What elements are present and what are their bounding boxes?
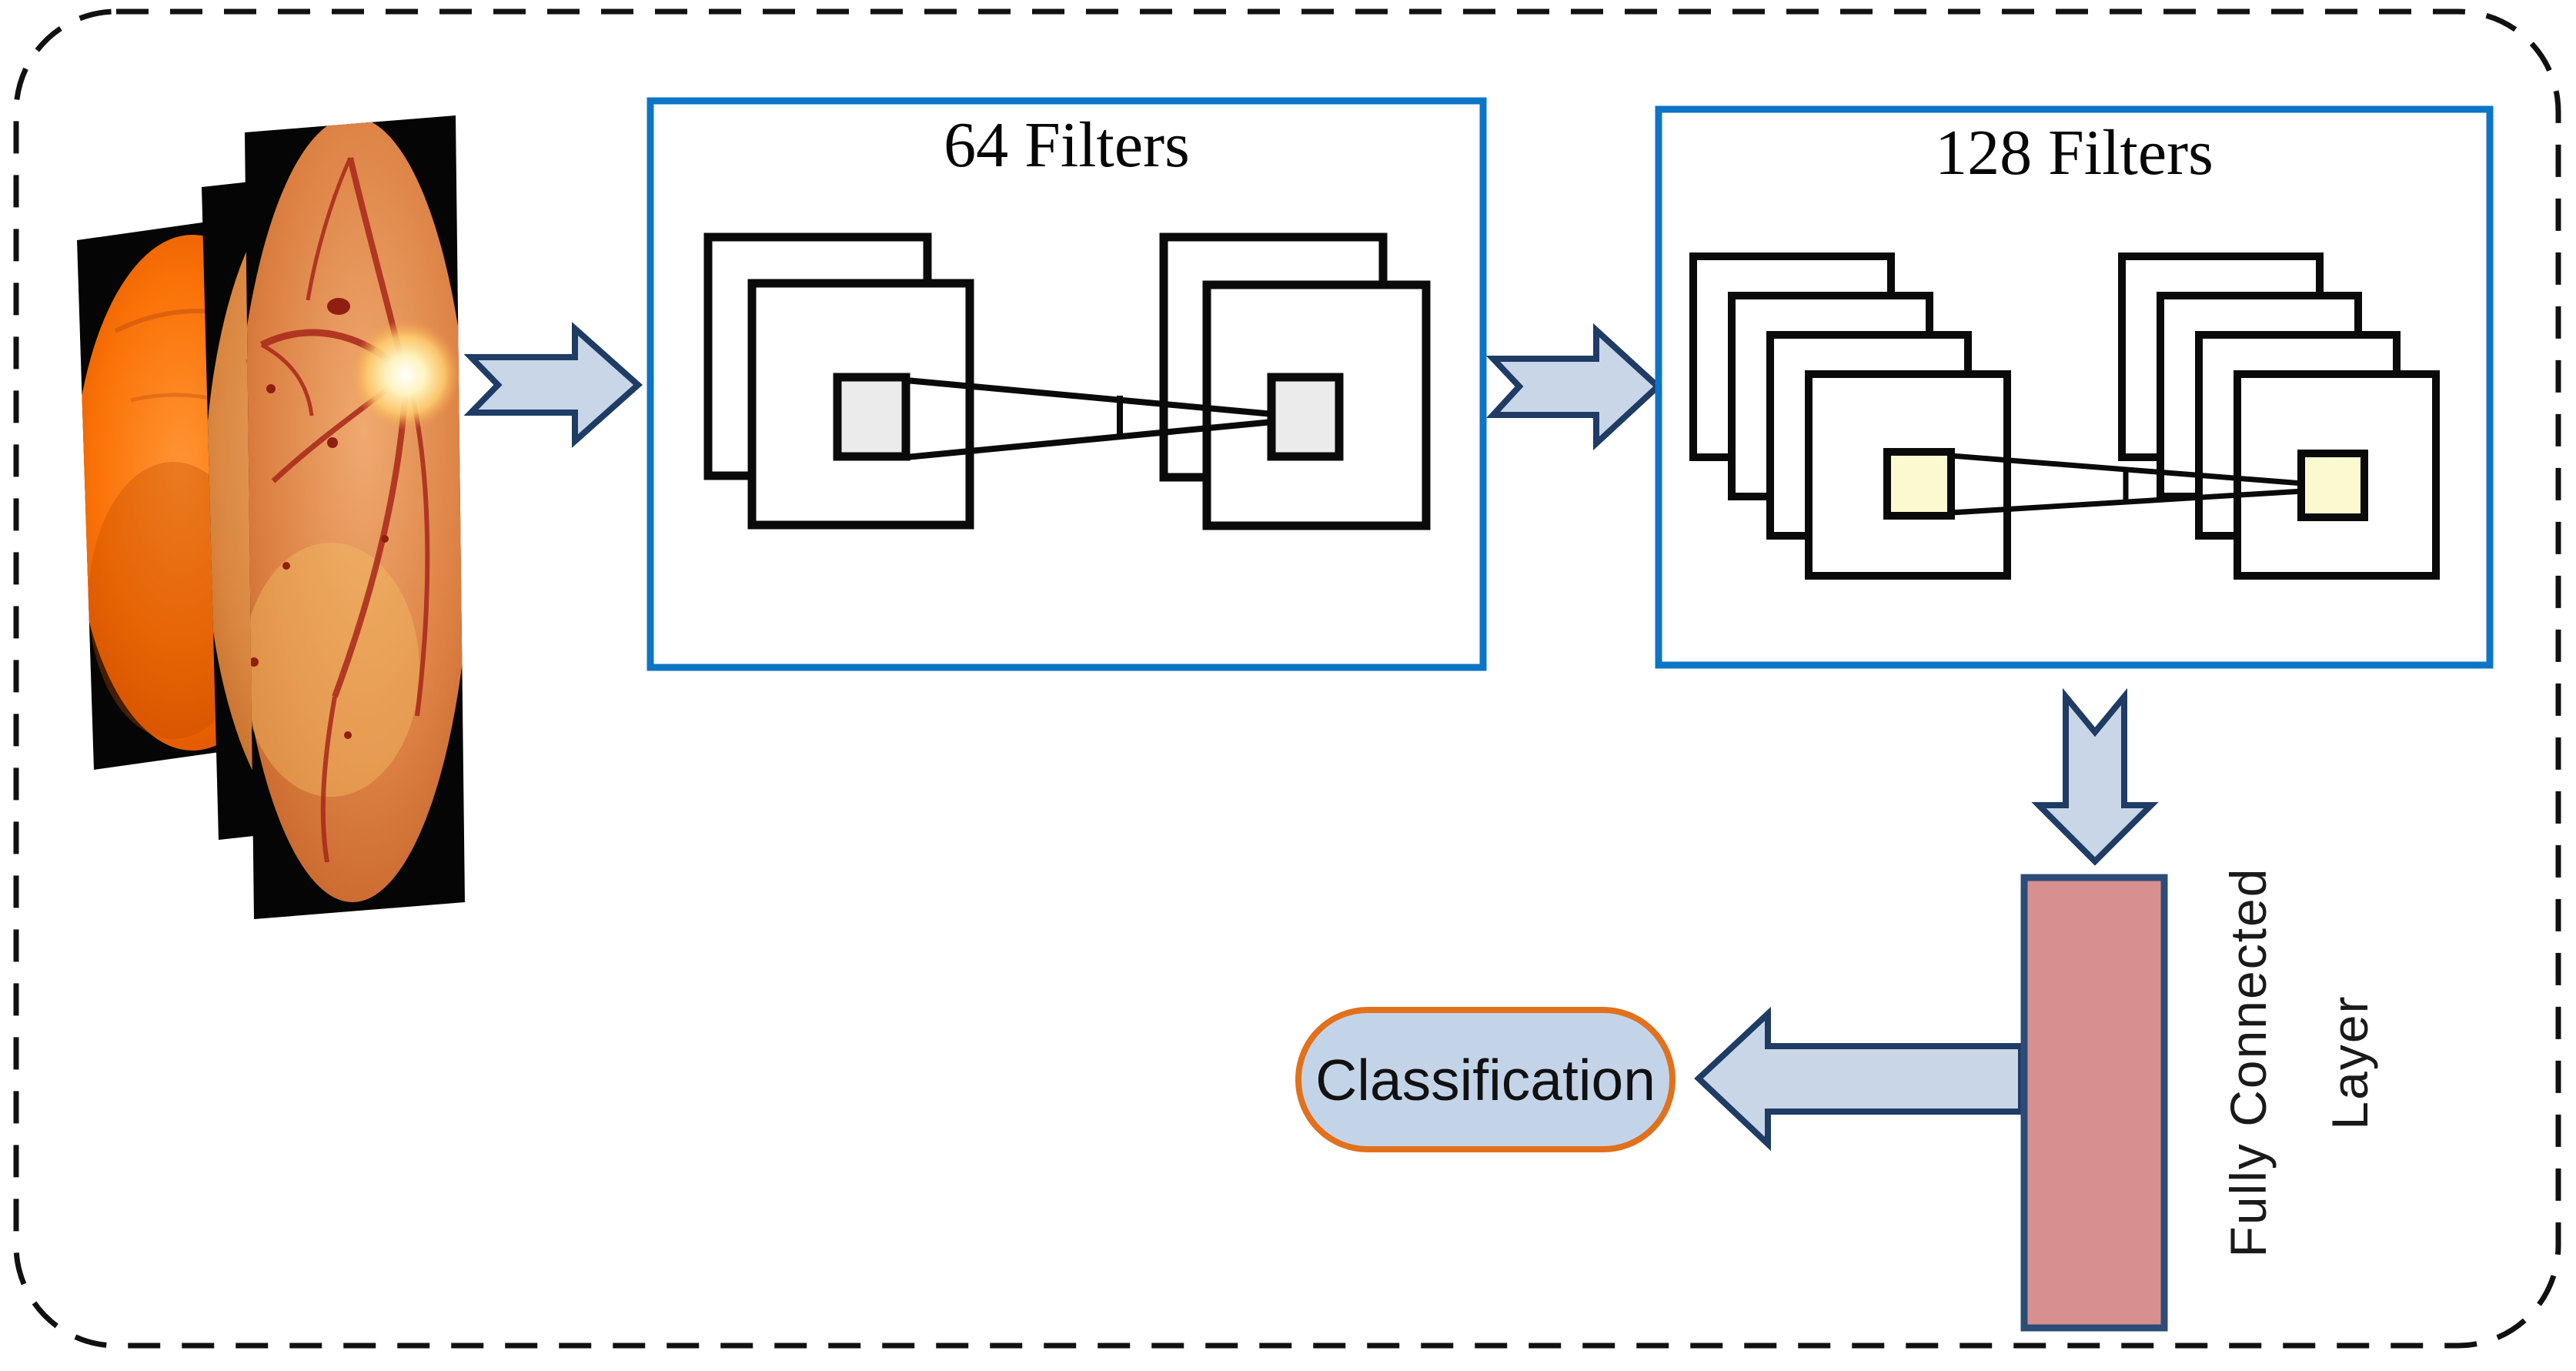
receptive-field-lines xyxy=(905,377,1274,460)
fc-label-line2: Layer xyxy=(2321,995,2378,1130)
conv2-feature-map-group-left xyxy=(1689,252,2011,580)
diagram-dashed-border xyxy=(13,8,2561,1349)
retina-hemorrhages xyxy=(249,298,389,739)
conv1-feature-map-group-left xyxy=(703,232,974,530)
conv1-feature-map-group-right xyxy=(1159,232,1431,530)
conv1-title: 64 Filters xyxy=(944,109,1190,181)
kernel-patch xyxy=(833,373,910,461)
conv2-feature-map-group-right xyxy=(2118,252,2440,580)
kernel-patch xyxy=(1883,448,1955,520)
classification-label: Classification xyxy=(1315,1047,1656,1112)
fc-label-line1: Fully Connected xyxy=(2220,867,2277,1258)
retina-input-stack xyxy=(77,115,465,919)
optic-disc xyxy=(350,319,461,430)
conv1-box xyxy=(647,97,1487,671)
receptive-field-lines xyxy=(1950,453,2304,516)
conv1-to-conv2-arrow xyxy=(1485,323,1662,451)
retina-image-front xyxy=(245,115,465,919)
fully-connected-bar xyxy=(2020,874,2168,1332)
conv2-box xyxy=(1655,105,2494,669)
kernel-patch xyxy=(1267,373,1344,461)
conv2-title: 128 Filters xyxy=(1935,117,2213,189)
fc-to-classification-arrow xyxy=(1694,1006,2024,1152)
fully-connected-layer-label: Fully Connected Layer xyxy=(2197,770,2413,1355)
classification-node xyxy=(1295,1007,1676,1152)
conv2-to-fc-arrow xyxy=(2031,687,2159,866)
kernel-patch xyxy=(2297,450,2368,521)
input-to-conv1-arrow xyxy=(463,322,643,448)
